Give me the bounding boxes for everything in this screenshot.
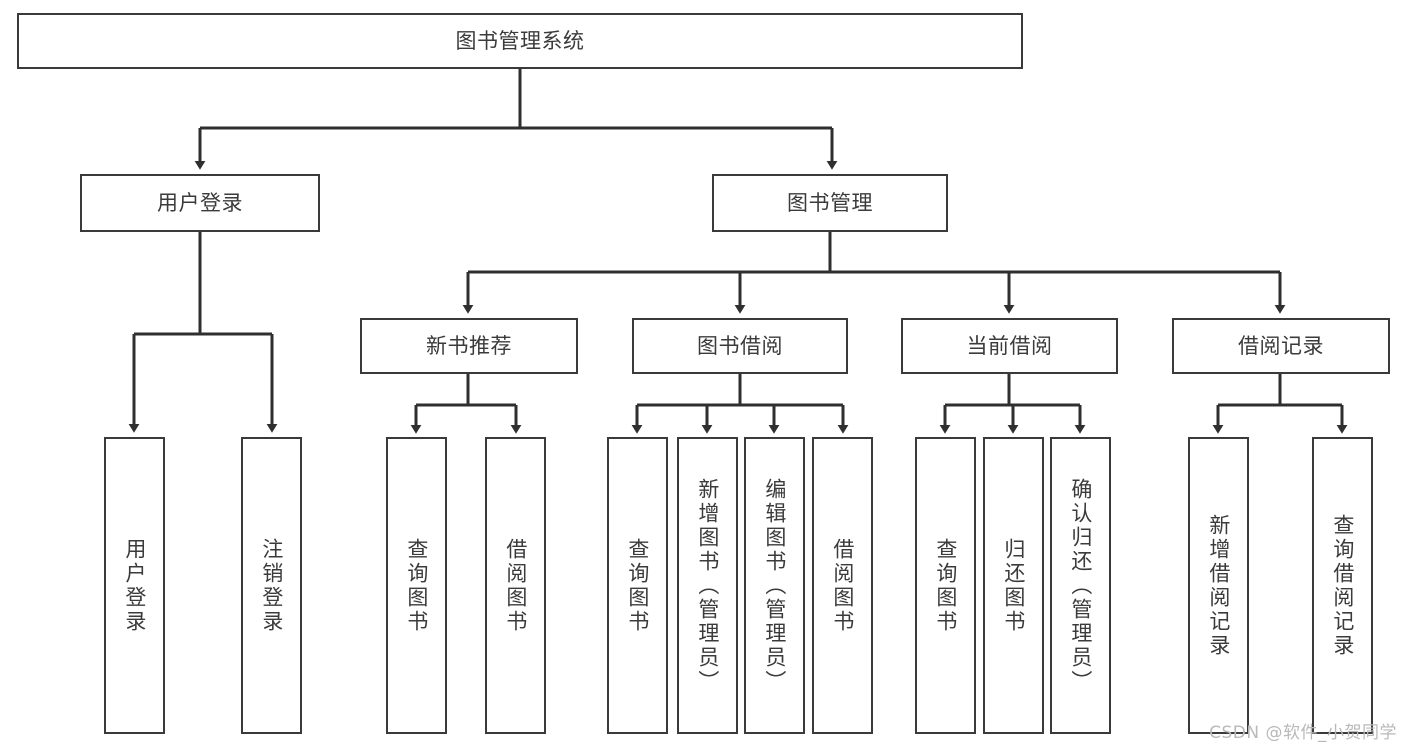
node-book-borrow[interactable]: 图书借阅: [632, 318, 848, 374]
node-leaf-borrow-book-1[interactable]: 借阅图书: [485, 437, 546, 734]
node-leaf-borrow-book-2[interactable]: 借阅图书: [812, 437, 873, 734]
node-leaf-borrow-book-2-label: 借阅图书: [830, 537, 855, 634]
node-borrow-record[interactable]: 借阅记录: [1172, 318, 1390, 374]
node-leaf-confirm-return[interactable]: 确认归还（管理员）: [1050, 437, 1111, 734]
node-leaf-query-book-2-label: 查询图书: [625, 537, 650, 634]
node-leaf-add-book-label: 新增图书（管理员）: [695, 477, 720, 694]
node-leaf-query-book-2[interactable]: 查询图书: [607, 437, 668, 734]
node-new-book-rec[interactable]: 新书推荐: [360, 318, 578, 374]
node-leaf-query-book-3-label: 查询图书: [933, 537, 958, 634]
node-leaf-borrow-book-1-label: 借阅图书: [503, 537, 528, 634]
node-book-borrow-label: 图书借阅: [697, 333, 783, 358]
node-leaf-confirm-return-label: 确认归还（管理员）: [1068, 477, 1093, 694]
node-leaf-edit-book-label: 编辑图书（管理员）: [762, 477, 787, 694]
node-user-login-label: 用户登录: [157, 190, 243, 215]
node-root-label: 图书管理系统: [455, 28, 585, 53]
node-new-book-rec-label: 新书推荐: [426, 333, 512, 358]
node-leaf-return-book-label: 归还图书: [1001, 537, 1026, 634]
node-book-manage[interactable]: 图书管理: [712, 174, 948, 232]
node-leaf-add-book[interactable]: 新增图书（管理员）: [677, 437, 738, 734]
node-borrow-record-label: 借阅记录: [1238, 333, 1324, 358]
node-leaf-add-record-label: 新增借阅记录: [1206, 513, 1231, 658]
node-user-login[interactable]: 用户登录: [80, 174, 320, 232]
node-leaf-query-book-1[interactable]: 查询图书: [386, 437, 447, 734]
node-current-borrow-label: 当前借阅: [966, 333, 1053, 358]
node-leaf-query-book-1-label: 查询图书: [404, 537, 429, 634]
node-leaf-query-record[interactable]: 查询借阅记录: [1312, 437, 1373, 734]
node-leaf-query-book-3[interactable]: 查询图书: [915, 437, 976, 734]
node-leaf-logout-label: 注销登录: [259, 537, 284, 634]
node-leaf-user-login[interactable]: 用户登录: [104, 437, 165, 734]
node-leaf-edit-book[interactable]: 编辑图书（管理员）: [744, 437, 805, 734]
node-leaf-logout[interactable]: 注销登录: [241, 437, 302, 734]
node-leaf-return-book[interactable]: 归还图书: [983, 437, 1044, 734]
node-root[interactable]: 图书管理系统: [17, 13, 1023, 69]
node-book-manage-label: 图书管理: [787, 190, 873, 215]
node-current-borrow[interactable]: 当前借阅: [901, 318, 1118, 374]
node-leaf-user-login-label: 用户登录: [122, 537, 147, 634]
node-leaf-query-record-label: 查询借阅记录: [1330, 513, 1355, 658]
node-leaf-add-record[interactable]: 新增借阅记录: [1188, 437, 1249, 734]
